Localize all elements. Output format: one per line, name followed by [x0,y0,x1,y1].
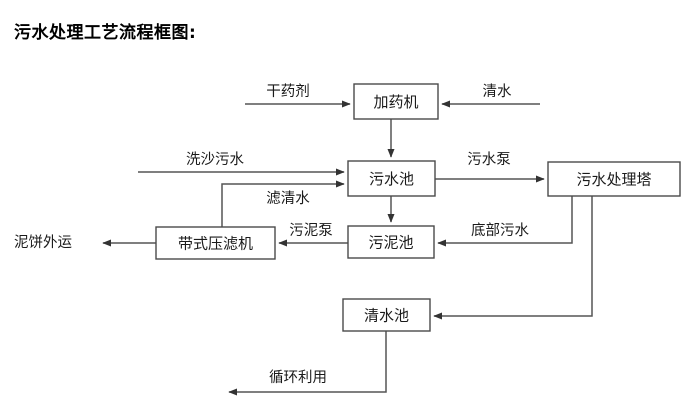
node-dosing-machine[interactable]: 加药机 [353,83,439,120]
edge-treatment-tower-to-clean-water-pool [433,196,593,320]
node-sludge-pool[interactable]: 污泥池 [347,225,435,259]
node-belt-filter-press-label: 带式压滤机 [178,235,253,253]
edge-label-sludge-pump: 污泥泵 [289,222,333,239]
edge-filtered-water-to-sewage-pool [221,180,345,227]
node-sewage-pool-box[interactable] [347,160,436,197]
node-belt-filter-press[interactable]: 带式压滤机 [155,226,276,260]
node-clean-water-pool-box[interactable] [342,298,431,332]
edge-label-sand-wash-sewage: 洗沙污水 [186,151,244,168]
node-dosing-machine-box[interactable] [353,83,439,120]
edge-label-sewage-pump: 污水泵 [467,151,511,168]
page-title: 污水处理工艺流程框图: [14,23,197,43]
edge-labels-layer: 干药剂 清水 洗沙污水 污水泵 滤清水 污泥泵 底部污水 循环利用 [186,83,529,386]
node-sludge-pool-box[interactable] [347,225,435,259]
node-sewage-pool-label: 污水池 [369,170,414,188]
node-treatment-tower-label: 污水处理塔 [576,171,651,189]
node-clean-water-pool[interactable]: 清水池 [342,298,431,332]
nodes-layer: 加药机 污水池 污水处理塔 污泥池 带式压滤机 清水池 [155,83,681,332]
node-belt-filter-press-box[interactable] [155,226,276,260]
node-treatment-tower[interactable]: 污水处理塔 [547,161,681,197]
terminal-label-mud-cake-export: 泥饼外运 [14,234,72,251]
edge-bottom-sewage-to-sludge-pool [437,196,573,247]
edges-layer [102,100,593,396]
node-dosing-machine-label: 加药机 [373,93,418,111]
node-sewage-pool[interactable]: 污水池 [347,160,436,197]
node-treatment-tower-box[interactable] [547,161,681,197]
edge-clean-water-pool-to-recycle-reuse [228,331,387,396]
edge-label-dry-reagent: 干药剂 [266,83,310,100]
node-sludge-pool-label: 污泥池 [368,234,413,252]
edge-label-recycle-reuse: 循环利用 [269,369,327,386]
node-clean-water-pool-label: 清水池 [364,307,409,325]
edge-label-filtered-water: 滤清水 [266,190,310,207]
terminals-layer: 泥饼外运 [14,234,72,251]
edge-label-clear-water: 清水 [483,83,512,100]
edge-label-bottom-sewage: 底部污水 [471,222,529,239]
